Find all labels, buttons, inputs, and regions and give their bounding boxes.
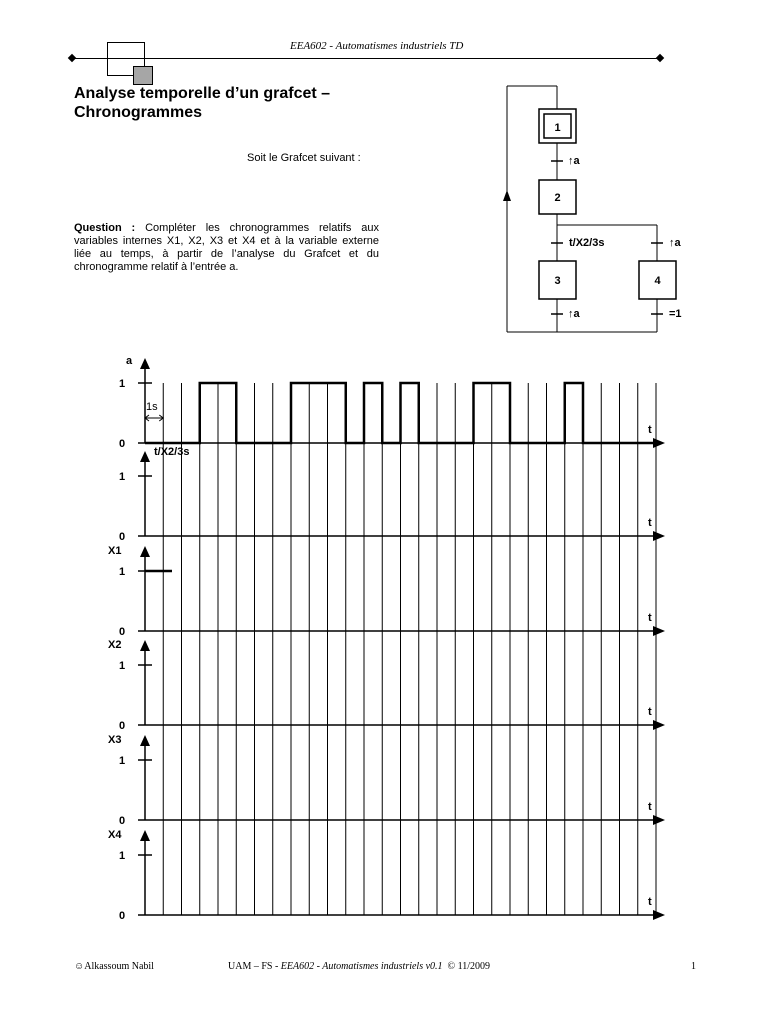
high-label-X1: 1 [119,566,125,578]
low-label-X3: 0 [119,815,125,827]
header-rule [72,58,660,59]
axis-y-arrow-icon [140,546,150,557]
intro-text: Soit le Grafcet suivant : [247,152,361,164]
footer-author-name: Alkassoum Nabil [84,961,154,972]
transition-2-3-receptivity: t/X2/3s [569,237,604,249]
footer-center-italic: EEA602 - Automatismes industriels v0.1 [280,961,443,972]
signal-label-X3: X3 [108,734,121,746]
signal-label-X4: X4 [108,829,122,841]
time-label-t/X2/3s: t [648,517,652,529]
low-label-X4: 0 [119,910,125,922]
logo-square [107,42,145,76]
time-label-X2: t [648,706,652,718]
step-4: 4 [638,260,677,300]
axis-y-arrow-icon [140,735,150,746]
footer-center-suffix: © 11/2009 [447,961,491,972]
step-3-label: 3 [554,275,560,287]
high-label-a: 1 [119,378,125,390]
question-label: Question : [74,222,136,234]
return-arrow-icon [503,190,511,201]
page-number: 1 [691,961,696,972]
signal-label-a: a [126,355,133,367]
time-label-X4: t [648,896,652,908]
waveform-a [145,381,656,445]
axis-x-arrow-icon [653,626,665,636]
low-label-a: 0 [119,438,125,450]
logo-square-gray [133,66,153,85]
rule-end-left [67,53,77,63]
high-label-X3: 1 [119,755,125,767]
question-block: Question : Compléter les chronogrammes r… [74,222,379,274]
time-label-X3: t [648,801,652,813]
footer-center-prefix: UAM – FS - [228,961,281,972]
time-unit-label: 1s [146,401,158,413]
axis-y-arrow-icon [140,830,150,841]
axis-x-arrow-icon [653,438,665,448]
axis-y-arrow-icon [140,640,150,651]
axis-x-arrow-icon [653,910,665,920]
step-2-label: 2 [554,192,560,204]
step-4-label: 4 [654,275,661,287]
time-label-X1: t [648,612,652,624]
low-label-X1: 0 [119,626,125,638]
high-label-X4: 1 [119,850,125,862]
signal-label-X2: X2 [108,639,121,651]
transition-3-1-receptivity: ↑a [568,308,581,320]
axis-x-arrow-icon [653,815,665,825]
footer-center: UAM – FS - EEA602 - Automatismes industr… [228,961,490,972]
footer-author: ☺Alkassoum Nabil [74,961,154,972]
time-label-a: t [648,424,652,436]
step-2: 2 [538,179,577,215]
high-label-t/X2/3s: 1 [119,471,125,483]
header-course-title: EEA602 - Automatismes industriels TD [290,40,464,52]
axis-x-arrow-icon [653,531,665,541]
step-1: 1 [538,108,577,144]
transition-1-2-receptivity: ↑a [568,155,581,167]
high-label-X2: 1 [119,660,125,672]
low-label-X2: 0 [119,720,125,732]
step-3: 3 [538,260,577,300]
time-unit-arrow-left-icon [144,414,150,422]
low-label-t/X2/3s: 0 [119,531,125,543]
grafcet-diagram: 1 2 3 4 ↑a t/X2/3s ↑a ↑a =1 [503,85,682,333]
transition-2-4-receptivity: ↑a [669,237,682,249]
author-icon: ☺ [74,961,85,972]
rule-end-right [655,53,665,63]
page-title: Analyse temporelle d’un grafcet – Chrono… [74,85,331,121]
signal-label-X1: X1 [108,545,121,557]
axis-x-arrow-icon [653,720,665,730]
axis-y-arrow-icon [140,358,150,369]
time-unit-arrow-right-icon [158,414,165,422]
axis-y-arrow-icon [140,451,150,462]
transition-4-1-receptivity: =1 [669,308,682,320]
signal-label-t/X2/3s: t/X2/3s [154,446,189,458]
question-text: Compléter les chronogrammes relatifs aux… [74,222,380,273]
step-1-label: 1 [554,122,560,134]
